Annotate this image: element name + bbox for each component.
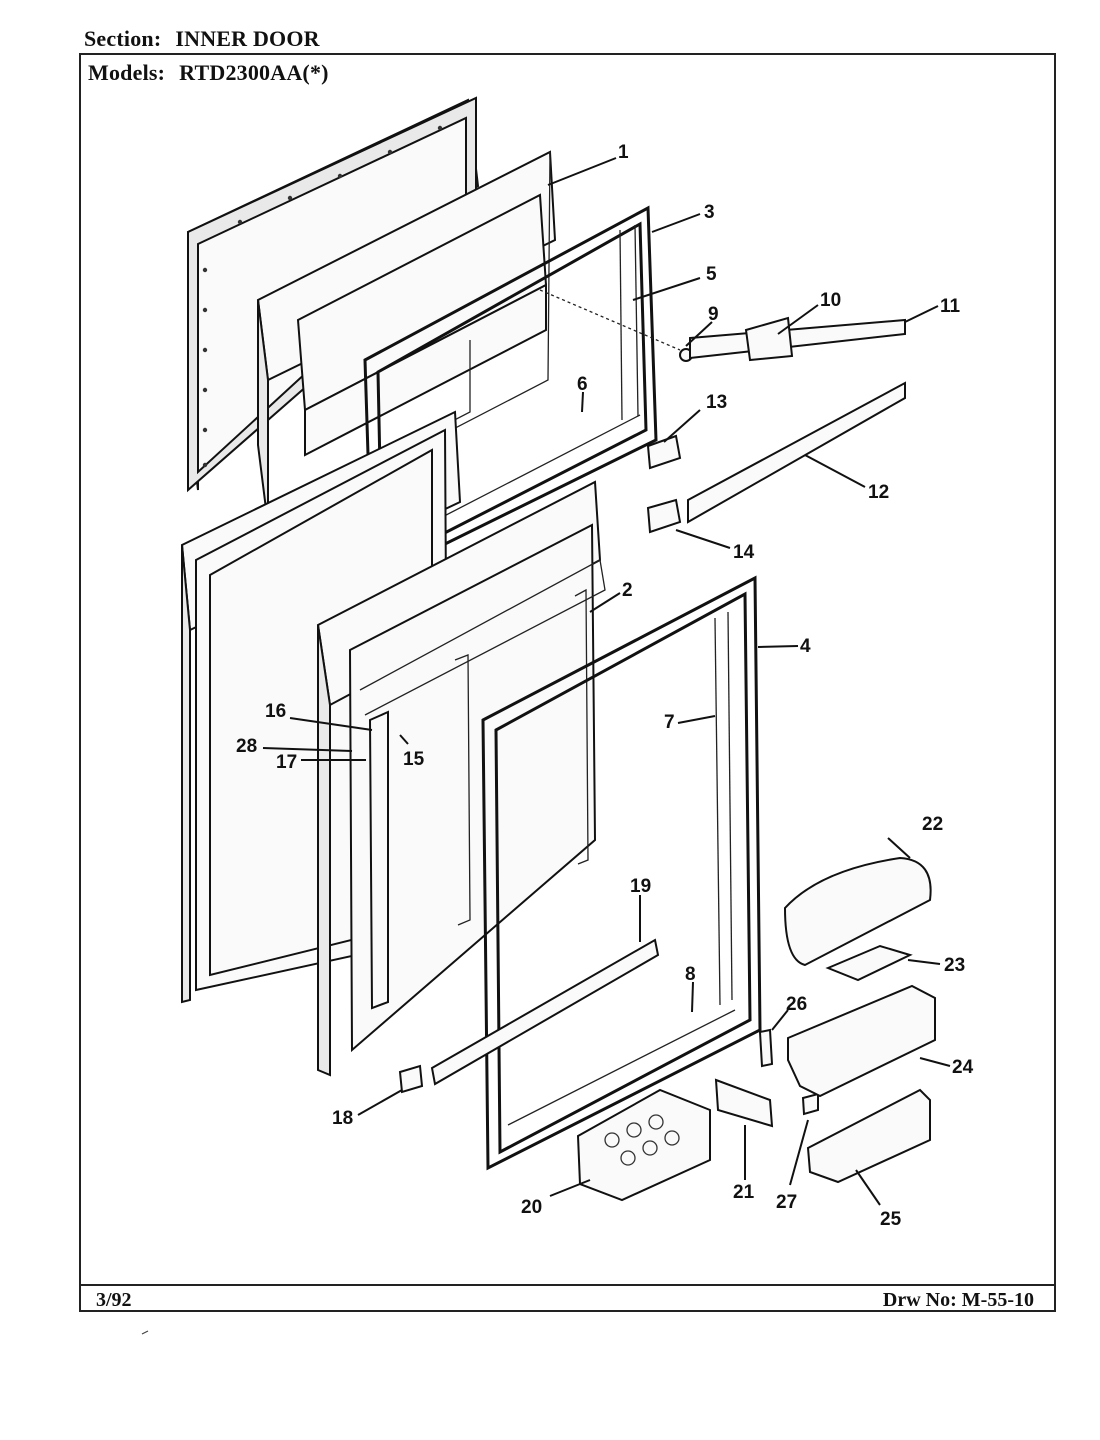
footer-divider: [79, 1284, 1056, 1286]
callout-17: 17: [276, 752, 297, 773]
callout-18: 18: [332, 1108, 353, 1129]
callout-11: 11: [940, 296, 961, 317]
callout-25: 25: [880, 1209, 902, 1230]
callout-8: 8: [685, 964, 696, 985]
door-shelf-retainer-bars: [646, 316, 906, 534]
fresh-food-door-gasket: [481, 575, 762, 1171]
callout-7: 7: [664, 712, 675, 733]
callout-6: 6: [577, 374, 588, 395]
revision-date: 3/92: [96, 1289, 132, 1311]
callout-10: 10: [820, 290, 841, 311]
callout-14: 14: [733, 542, 755, 563]
section-heading: Section: INNER DOOR: [84, 26, 320, 52]
door-shelves-and-bins: [576, 856, 936, 1202]
callout-22: 22: [922, 814, 943, 835]
callout-9: 9: [708, 304, 719, 325]
callout-1: 1: [618, 142, 629, 163]
models-label: Models:: [88, 60, 166, 85]
callout-28: 28: [236, 736, 257, 757]
callout-13: 13: [706, 392, 727, 413]
callout-21: 21: [733, 1182, 755, 1203]
drawing-number: Drw No: M-55-10: [882, 1289, 1034, 1311]
section-value: INNER DOOR: [175, 26, 320, 51]
callout-labels: 1 2 3 4 5 6 7 8 9 10 11 12 13 14 15 16 1…: [236, 142, 974, 1230]
models-value: RTD2300AA(*): [179, 60, 329, 85]
stray-mark: [141, 1330, 149, 1335]
callout-26: 26: [786, 994, 807, 1015]
callout-2: 2: [622, 580, 633, 601]
models-heading: Models: RTD2300AA(*): [88, 60, 329, 86]
leader-lines: [262, 157, 951, 1206]
callout-15: 15: [403, 749, 425, 770]
callout-20: 20: [521, 1197, 542, 1218]
callout-19: 19: [630, 876, 651, 897]
callout-24: 24: [952, 1057, 974, 1078]
drawing-frame: [79, 53, 1056, 1312]
fresh-food-door-liner: [316, 480, 606, 1077]
callout-23: 23: [944, 955, 965, 976]
freezer-screw-part-9: [539, 289, 693, 362]
callout-4: 4: [800, 636, 811, 657]
callout-27: 27: [776, 1192, 797, 1213]
callout-3: 3: [704, 202, 715, 223]
callout-12: 12: [868, 482, 889, 503]
section-label: Section:: [84, 26, 162, 51]
callout-5: 5: [706, 264, 717, 285]
callout-16: 16: [265, 701, 286, 722]
fresh-food-small-parts: [398, 938, 819, 1128]
